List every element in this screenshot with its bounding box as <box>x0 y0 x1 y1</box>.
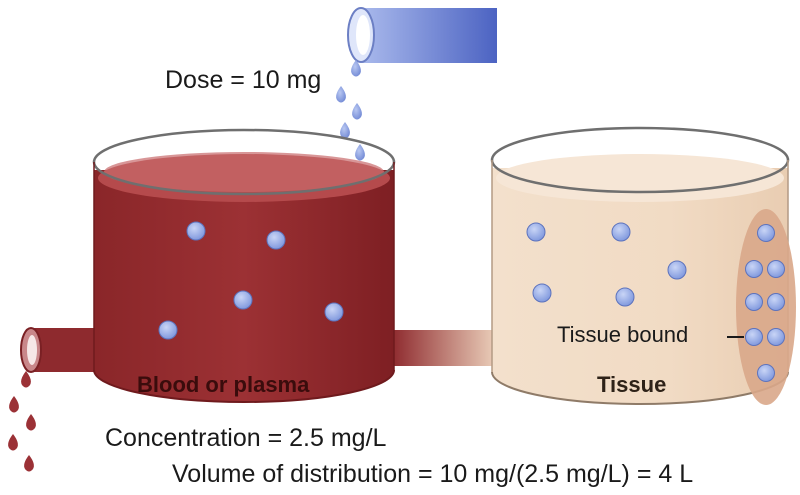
drug-molecule <box>532 283 552 303</box>
bound-molecule <box>767 260 785 278</box>
dose-drop <box>340 122 350 139</box>
dose-drop <box>351 60 361 77</box>
drug-molecule <box>266 230 286 250</box>
drug-molecule <box>158 320 178 340</box>
tissue-bound-region <box>736 209 796 405</box>
dose-drop <box>352 103 362 120</box>
bound-molecule <box>745 260 763 278</box>
blood-container <box>92 128 396 403</box>
bound-molecule <box>767 328 785 346</box>
tissue-molecules <box>526 222 687 307</box>
tissue-bound-molecules <box>745 224 785 382</box>
bound-molecule <box>757 224 775 242</box>
drug-molecule <box>233 290 253 310</box>
outflow-drop <box>26 414 36 431</box>
blood-plasma-label: Blood or plasma <box>137 372 310 397</box>
bound-molecule <box>745 293 763 311</box>
tissue-label: Tissue <box>597 372 667 397</box>
concentration-label: Concentration = 2.5 mg/L <box>105 424 387 452</box>
drug-molecule <box>611 222 631 242</box>
outflow-drop <box>24 455 34 472</box>
drug-molecule <box>667 260 687 280</box>
input-pipe <box>347 7 497 63</box>
outflow-pipe <box>20 327 100 373</box>
connecting-channel <box>392 330 502 366</box>
volume-of-distribution-label: Volume of distribution = 10 mg/(2.5 mg/L… <box>172 460 694 488</box>
bound-molecule <box>745 328 763 346</box>
outflow-drop <box>21 371 31 388</box>
blood-molecules <box>158 221 344 340</box>
bound-molecule <box>757 364 775 382</box>
outflow-droplets <box>8 371 36 472</box>
outflow-drop <box>9 396 19 413</box>
drug-molecule <box>526 222 546 242</box>
outflow-drop <box>8 434 18 451</box>
dose-drop <box>336 86 346 103</box>
tissue-bound-label: Tissue bound <box>557 322 689 347</box>
dose-drop <box>355 144 365 161</box>
drug-molecule <box>324 302 344 322</box>
dose-droplets <box>336 60 365 161</box>
dose-label: Dose = 10 mg <box>165 66 322 94</box>
bound-molecule <box>767 293 785 311</box>
drug-molecule <box>186 221 206 241</box>
drug-molecule <box>615 287 635 307</box>
